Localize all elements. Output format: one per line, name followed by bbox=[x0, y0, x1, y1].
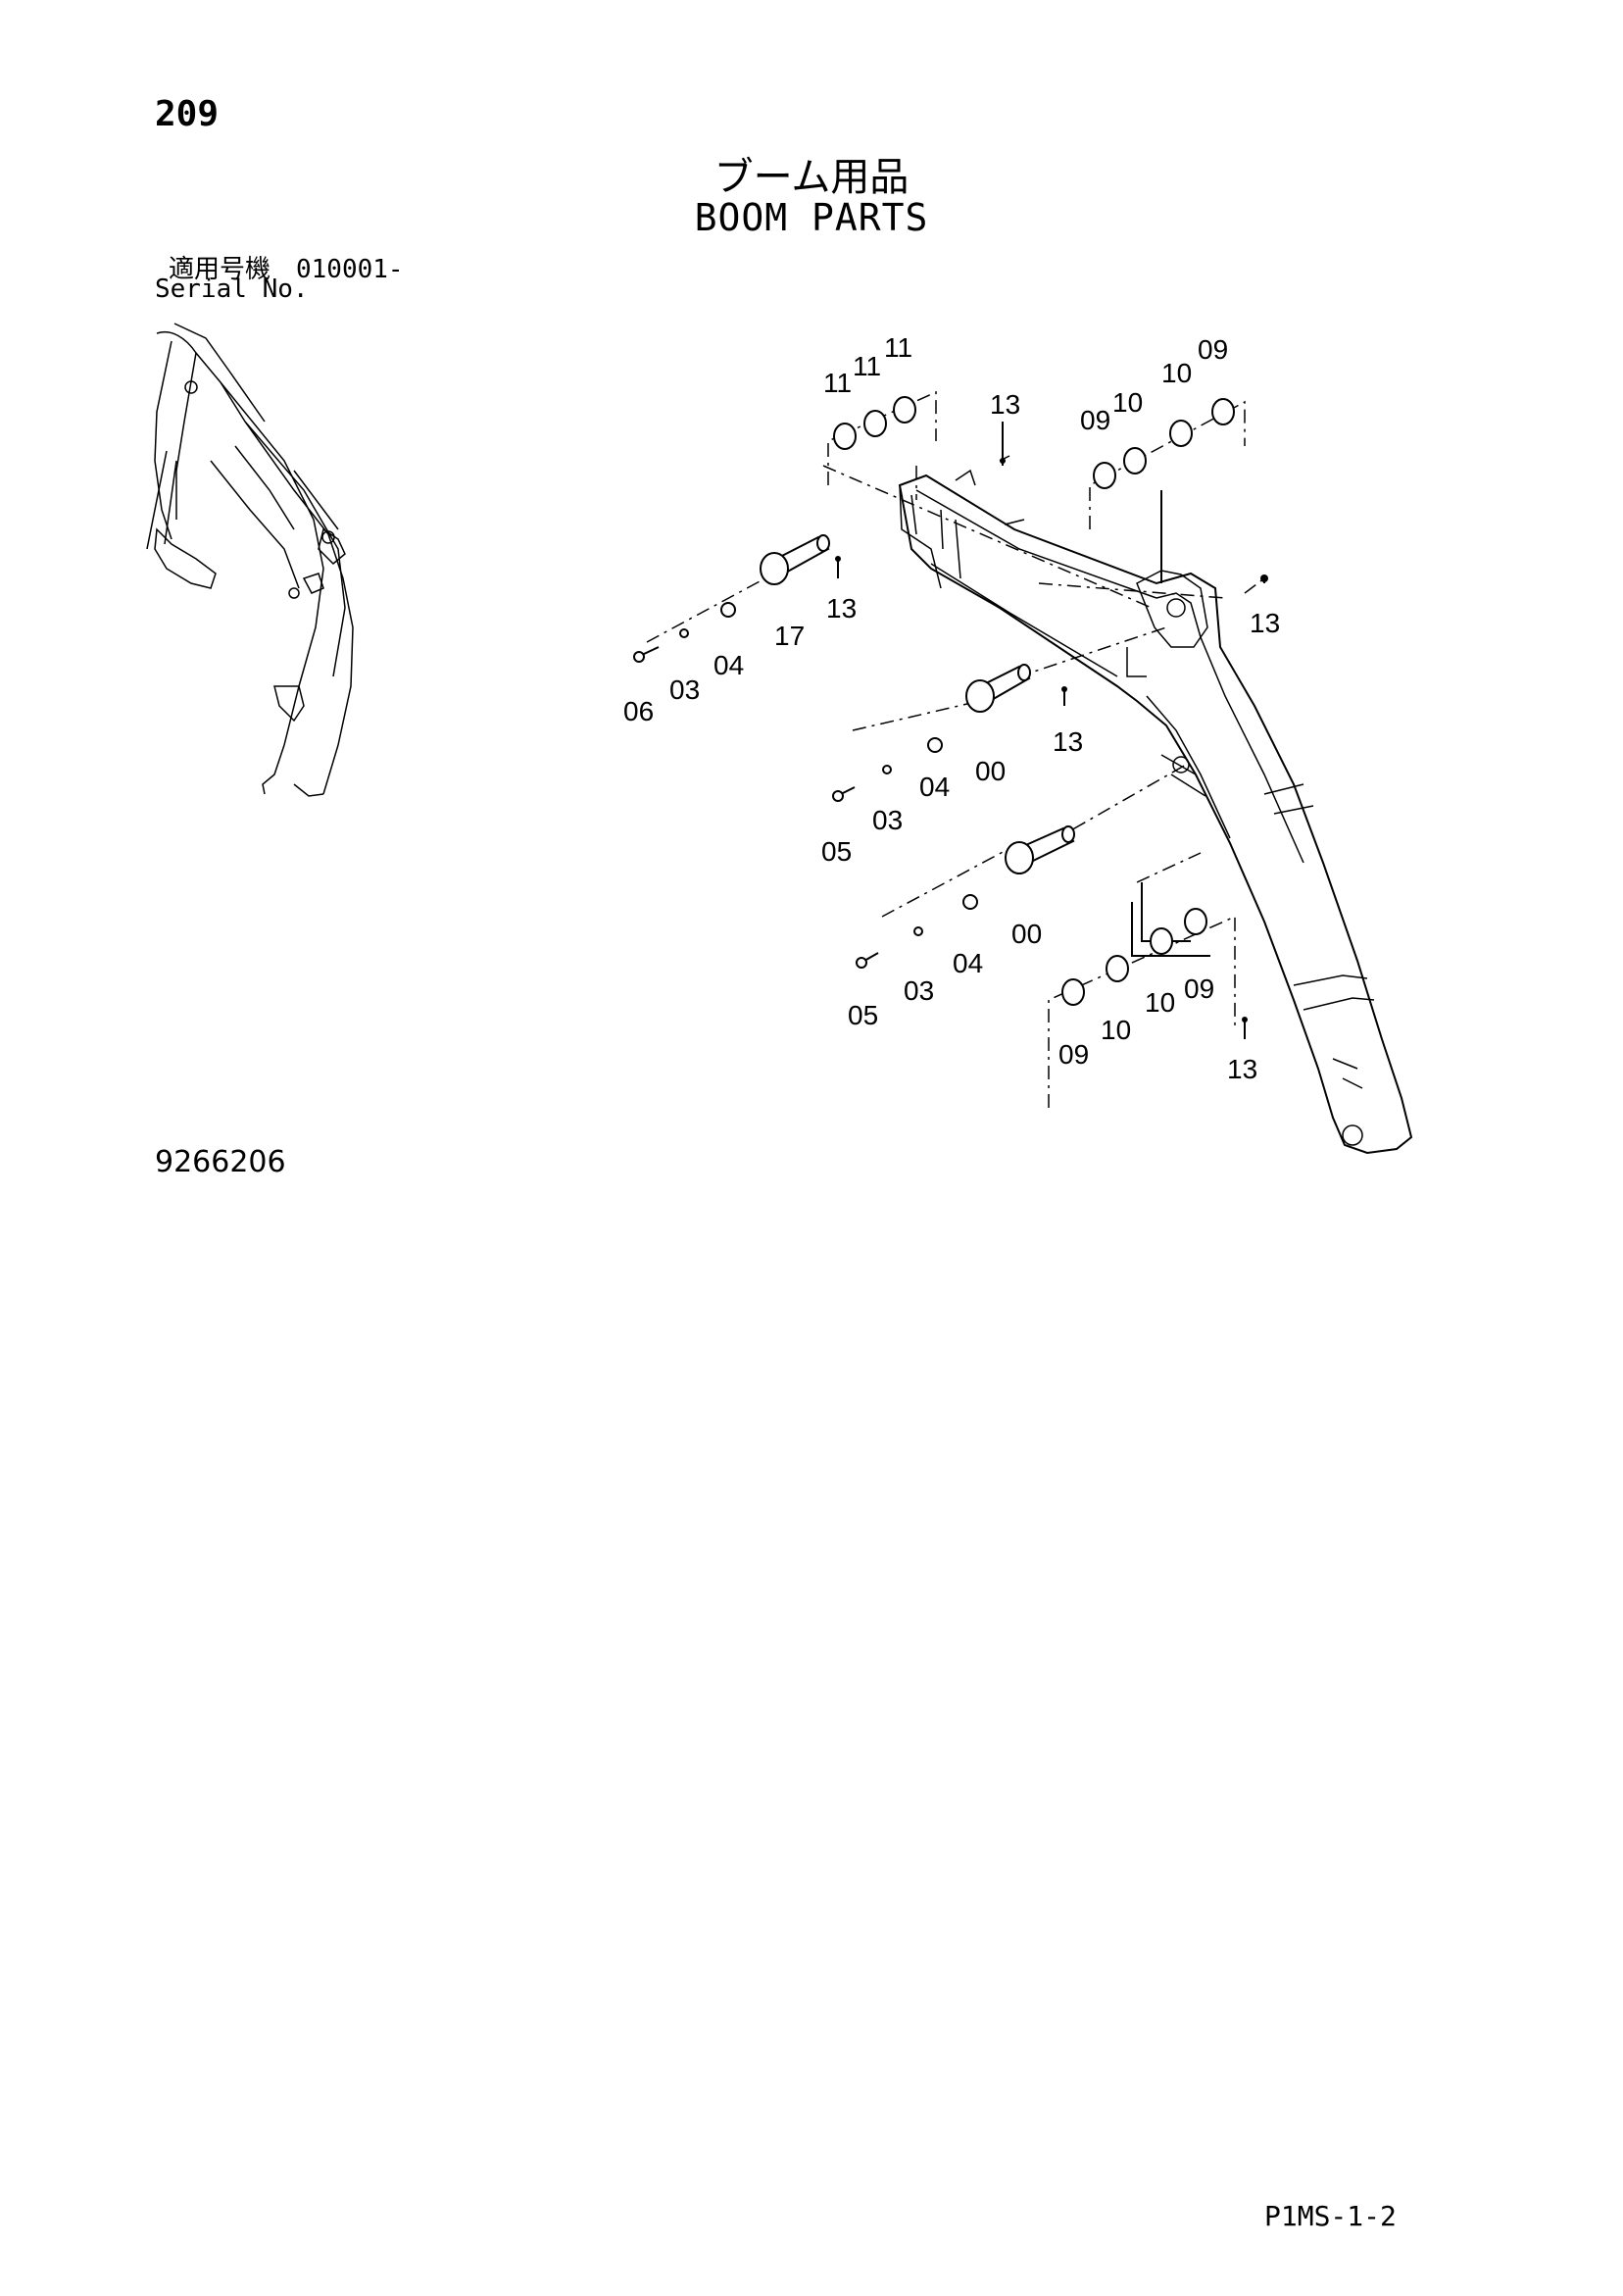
washer-09-c bbox=[1061, 978, 1085, 1006]
drawing-number: 9266206 bbox=[155, 1145, 286, 1179]
sheet-code: P1MS-1-2 bbox=[1264, 2200, 1397, 2232]
callout-00: 00 bbox=[975, 756, 1006, 786]
bolt-05-b bbox=[863, 952, 879, 962]
washer-11-b bbox=[863, 410, 887, 437]
callout-04: 04 bbox=[713, 650, 744, 680]
callout-13: 13 bbox=[826, 593, 857, 624]
callout-09: 09 bbox=[1198, 334, 1228, 365]
assembly-leader-lines bbox=[646, 390, 1265, 1108]
callout-13: 13 bbox=[1250, 608, 1280, 638]
pin-00-lower bbox=[1005, 825, 1075, 874]
serial-label: Serial No. bbox=[155, 275, 309, 304]
pin-17 bbox=[760, 534, 830, 585]
page-title-japanese: ブーム用品 bbox=[713, 155, 910, 200]
callout-04: 04 bbox=[919, 772, 950, 802]
washer-09-b bbox=[1211, 398, 1235, 425]
callout-17: 17 bbox=[774, 621, 805, 651]
callout-labels: 11 11 11 13 09 10 10 09 13 13 17 06 03 0… bbox=[623, 332, 1280, 1084]
nut-04-b bbox=[927, 737, 943, 753]
callout-13: 13 bbox=[990, 389, 1020, 420]
serial-label-japanese: 適用号機 010001- bbox=[169, 255, 404, 284]
excavator-overview-illustration bbox=[146, 323, 354, 797]
callout-09: 09 bbox=[1080, 405, 1110, 435]
callout-00: 00 bbox=[1011, 919, 1042, 949]
callout-10: 10 bbox=[1112, 387, 1143, 418]
callout-05: 05 bbox=[821, 836, 852, 867]
boom-structure bbox=[898, 469, 1413, 1155]
washer-10-c bbox=[1106, 955, 1129, 982]
boom-part-shapes bbox=[633, 396, 1268, 1039]
washer-10-b bbox=[1169, 420, 1193, 447]
callout-06: 06 bbox=[623, 696, 654, 726]
callout-05: 05 bbox=[848, 1000, 878, 1030]
callout-04: 04 bbox=[953, 948, 983, 978]
callout-10: 10 bbox=[1161, 358, 1192, 388]
washer-09-a bbox=[1093, 462, 1116, 489]
washer-10-a bbox=[1123, 447, 1147, 474]
page-title: BOOM PARTS bbox=[694, 196, 929, 239]
callout-09: 09 bbox=[1058, 1039, 1089, 1070]
callout-10: 10 bbox=[1145, 987, 1175, 1018]
bolt-06 bbox=[641, 646, 660, 656]
callout-11: 11 bbox=[884, 332, 912, 363]
callout-13: 13 bbox=[1227, 1054, 1257, 1084]
page-number: 209 bbox=[155, 94, 220, 134]
callout-11: 11 bbox=[823, 368, 852, 398]
callout-10: 10 bbox=[1101, 1015, 1131, 1045]
pin-00-upper bbox=[965, 664, 1031, 713]
nut-04-c bbox=[962, 894, 978, 910]
callout-09: 09 bbox=[1184, 973, 1214, 1004]
callout-11: 11 bbox=[853, 351, 881, 381]
nut-04-a bbox=[720, 602, 736, 618]
callout-03: 03 bbox=[872, 805, 903, 835]
washer-10-d bbox=[1150, 927, 1173, 955]
washer-11-a bbox=[833, 423, 857, 450]
callout-03: 03 bbox=[669, 674, 700, 705]
washer-11-c bbox=[893, 396, 916, 424]
callout-13: 13 bbox=[1053, 726, 1083, 757]
bolt-05-a bbox=[840, 786, 856, 795]
callout-03: 03 bbox=[904, 975, 934, 1006]
washer-09-d bbox=[1184, 908, 1207, 935]
